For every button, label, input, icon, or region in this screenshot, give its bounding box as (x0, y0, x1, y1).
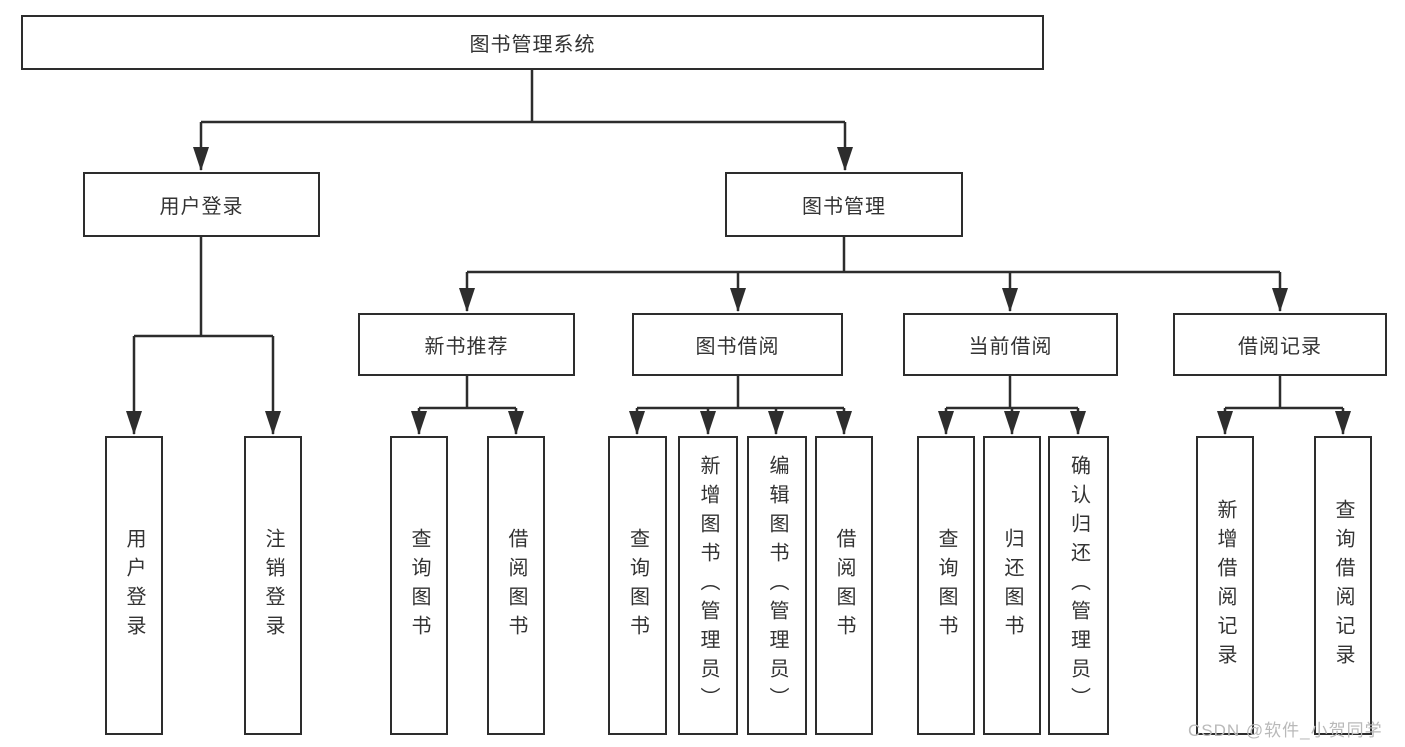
leaf-edit-book-admin: 编辑图书（管理员） (747, 436, 807, 735)
node-label: 查询图书 (626, 527, 649, 644)
node-book-borrow: 图书借阅 (632, 313, 843, 376)
leaf-confirm-return-admin: 确认归还（管理员） (1048, 436, 1109, 735)
node-label: 用户登录 (123, 527, 145, 644)
leaf-user-login: 用户登录 (105, 436, 163, 735)
leaf-search-book-borrow: 查询图书 (608, 436, 667, 735)
node-label: 新书推荐 (424, 336, 509, 358)
node-label: 查询图书 (408, 527, 430, 644)
node-label: 确认归还（管理员） (1067, 455, 1090, 716)
leaf-search-borrow-record: 查询借阅记录 (1314, 436, 1372, 735)
node-book-management: 图书管理 (725, 172, 963, 237)
node-label: 图书管理 (802, 196, 886, 218)
leaf-add-borrow-record: 新增借阅记录 (1196, 436, 1254, 735)
leaf-borrow-book: 借阅图书 (815, 436, 873, 735)
node-label: 图书借阅 (695, 336, 780, 358)
node-label: 用户登录 (159, 196, 244, 218)
node-label: 编辑图书（管理员） (766, 455, 788, 716)
leaf-search-book-current: 查询图书 (917, 436, 975, 735)
node-label: 借阅记录 (1238, 336, 1322, 358)
node-label: 借阅图书 (505, 527, 527, 644)
node-label: 查询图书 (935, 527, 957, 644)
node-label: 当前借阅 (968, 336, 1053, 358)
node-borrow-records: 借阅记录 (1173, 313, 1387, 376)
node-label: 归还图书 (1001, 527, 1023, 644)
node-user-login: 用户登录 (83, 172, 320, 237)
node-label: 查询借阅记录 (1332, 498, 1354, 673)
leaf-return-book: 归还图书 (983, 436, 1041, 735)
node-current-borrow: 当前借阅 (903, 313, 1118, 376)
node-label: 注销登录 (262, 527, 284, 644)
leaf-logout: 注销登录 (244, 436, 302, 735)
leaf-search-book-recommend: 查询图书 (390, 436, 448, 735)
node-label: 图书管理系统 (469, 34, 596, 56)
node-label: 借阅图书 (833, 527, 855, 644)
csdn-watermark: CSDN @软件_小贺同学 (1188, 721, 1383, 740)
node-label: 新增图书（管理员） (697, 455, 719, 716)
node-library-management-system: 图书管理系统 (21, 15, 1044, 70)
leaf-borrow-book-recommend: 借阅图书 (487, 436, 545, 735)
leaf-add-book-admin: 新增图书（管理员） (678, 436, 738, 735)
node-new-book-recommend: 新书推荐 (358, 313, 575, 376)
node-label: 新增借阅记录 (1214, 498, 1236, 673)
